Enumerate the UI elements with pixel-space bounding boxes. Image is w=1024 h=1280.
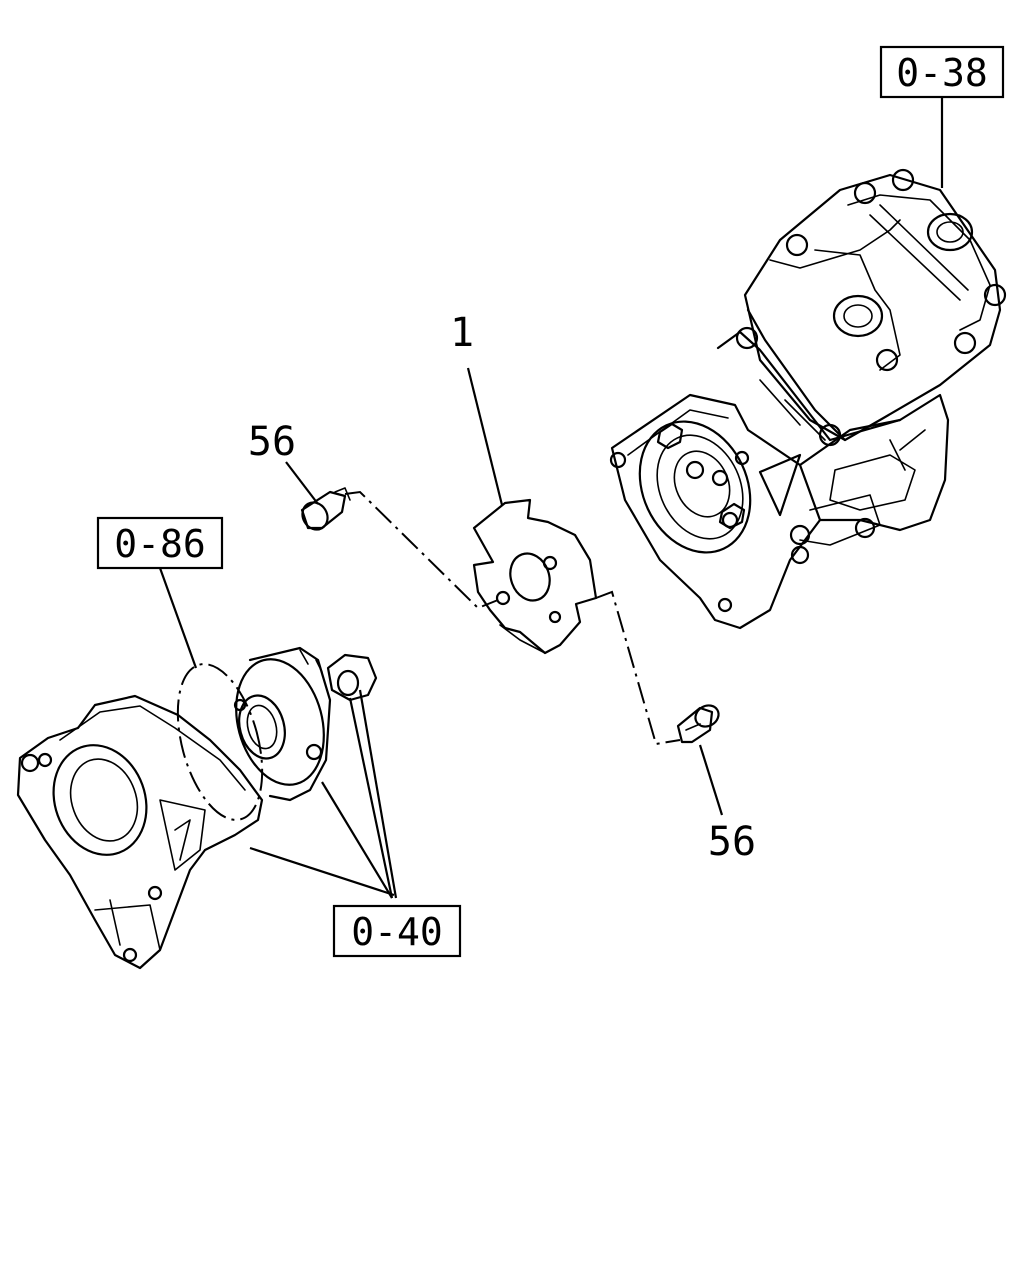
coupling-disc [472, 498, 598, 655]
assembly-lines [344, 490, 681, 746]
part-number-1: 1 [450, 310, 474, 356]
drive-bracket [16, 646, 378, 970]
callout-0-40: 0-40 [332, 904, 462, 958]
part-number-56-upper: 56 [248, 419, 296, 465]
callout-0-86: 0-86 [96, 516, 224, 570]
air-compressor [609, 168, 1007, 630]
callout-0-86-label: 0-86 [114, 522, 206, 566]
leader-lines [158, 98, 944, 899]
callout-0-38-label: 0-38 [896, 51, 988, 95]
part-number-56-lower: 56 [708, 819, 756, 865]
pin-upper [300, 487, 351, 531]
callout-0-38: 0-38 [879, 45, 1005, 99]
callout-0-40-label: 0-40 [351, 910, 443, 954]
pin-lower [676, 704, 720, 744]
